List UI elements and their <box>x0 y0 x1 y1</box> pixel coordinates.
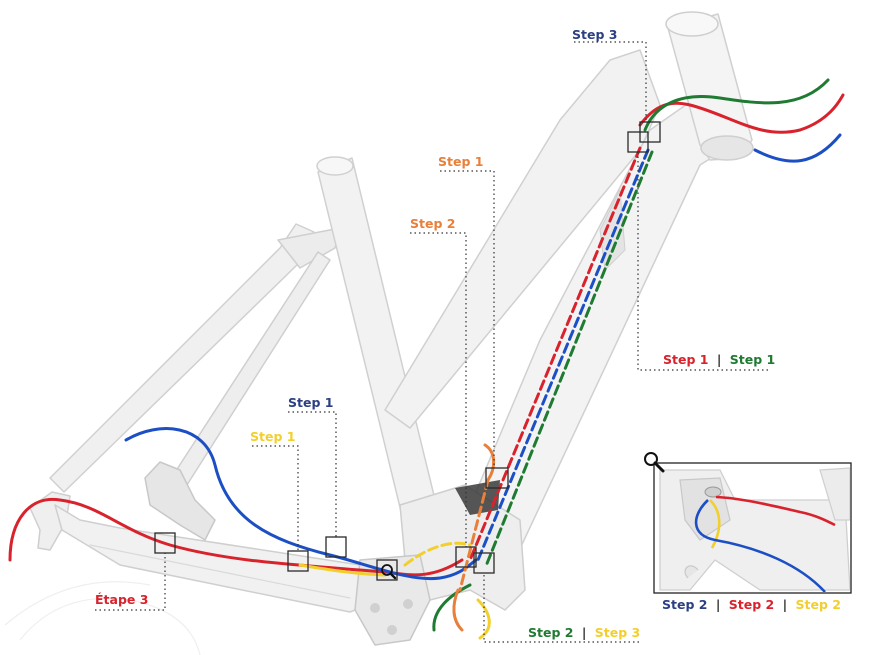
label-step2-orange: Step 2 <box>410 216 455 231</box>
cable-yellow <box>298 563 387 577</box>
rear-dropout <box>29 491 71 551</box>
background-swirl <box>4 581 201 655</box>
label-separator: | <box>717 352 722 367</box>
label-step1-red: Step 1 <box>663 352 708 367</box>
label-step3-blue: Step 3 <box>572 27 617 42</box>
cable-green-exit <box>432 583 472 632</box>
cable-yellow-exit <box>476 598 491 640</box>
magnifier-icon[interactable] <box>381 564 397 580</box>
label-step1-green: Step 1 <box>730 352 775 367</box>
callout-box-yellow-step1 <box>287 550 309 572</box>
leader-lines <box>95 41 768 643</box>
top-tube <box>384 49 661 429</box>
seat-stay-bridge <box>277 227 341 269</box>
label-separator: | <box>716 597 721 612</box>
callout-box-blue-step1 <box>325 536 347 558</box>
callout-box-bb-b <box>473 552 495 574</box>
rocker-linkage <box>144 461 216 541</box>
cable-orange-dashed <box>458 478 490 592</box>
cable-blue-rear <box>124 427 478 581</box>
cable-green-internal <box>484 150 654 568</box>
cable-blue-front <box>753 133 842 163</box>
label-step1-yellow: Step 1 <box>250 429 295 444</box>
magnifier-icon[interactable] <box>644 452 665 473</box>
cable-green-front <box>643 78 830 132</box>
label-step2-green-step3-yellow: Step 2 | Step 3 <box>528 625 640 640</box>
bike-frame <box>29 11 754 646</box>
inset-cable-yellow <box>709 499 721 549</box>
cable-blue-internal <box>476 148 650 562</box>
label-step2-blue: Step 2 <box>662 597 707 612</box>
label-step1-blue: Step 1 <box>288 395 333 410</box>
label-separator: | <box>582 625 587 640</box>
label-step1-red-green: Step 1 | Step 1 <box>663 352 775 367</box>
label-etape3-red: Étape 3 <box>95 592 148 607</box>
cable-orange <box>483 443 496 482</box>
callout-boxes <box>154 121 661 581</box>
label-separator: | <box>783 597 788 612</box>
cable-orange-exit <box>452 588 464 632</box>
label-step2-green: Step 2 <box>528 625 573 640</box>
label-step2-red: Step 2 <box>729 597 774 612</box>
label-step1-orange: Step 1 <box>438 154 483 169</box>
cable-red-internal <box>468 146 642 562</box>
inset-cable-red <box>715 495 836 527</box>
label-step2-yellow: Step 2 <box>796 597 841 612</box>
detail-inset <box>644 452 852 594</box>
step-labels: Step 3 Step 1 Step 2 Step 1 | Step 1 Ste… <box>95 27 841 640</box>
label-step3-yellow: Step 3 <box>595 625 640 640</box>
callout-box-headtube-b <box>639 121 661 143</box>
callout-box-orange <box>485 467 509 489</box>
label-inset-steps: Step 2 | Step 2 | Step 2 <box>662 597 841 612</box>
callout-box-magnifier <box>376 559 398 581</box>
cable-yellow-dashed <box>403 541 472 567</box>
seat-stay <box>49 223 315 493</box>
inset-cable-blue <box>694 499 826 592</box>
